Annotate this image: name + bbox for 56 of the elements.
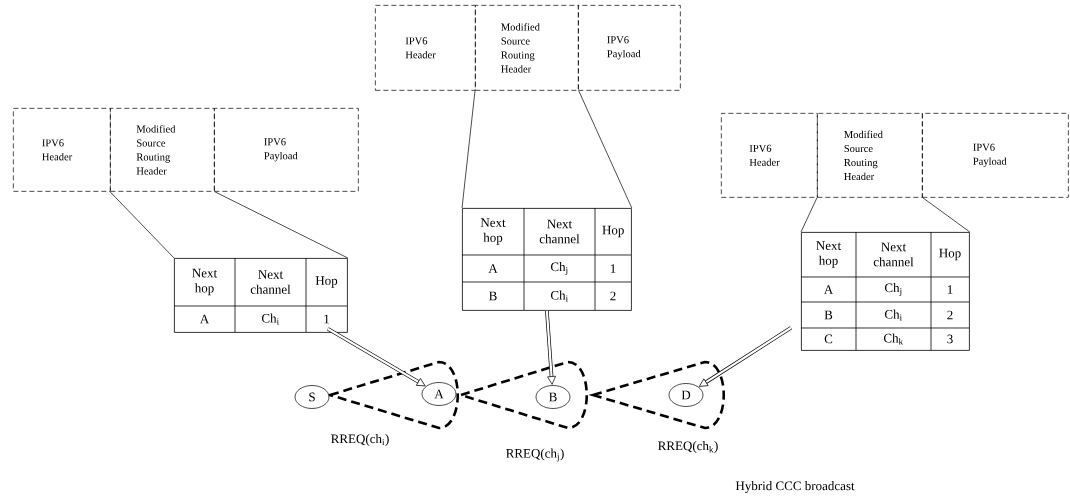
packet-field: IPV6 Header	[375, 5, 476, 91]
table-cell: Hop	[939, 248, 961, 261]
table-cell: 2	[610, 291, 616, 301]
packet-field: IPV6 Payload	[214, 108, 359, 192]
table-cell: Ch$_{j}$	[884, 283, 902, 296]
leader-line	[922, 197, 971, 233]
routing-table	[461, 207, 632, 311]
packet-field: IPV6 Header	[13, 108, 111, 192]
table-cell: Ch$_{i}$	[884, 309, 902, 321]
network-node: B	[535, 385, 571, 409]
table-cell: Ch$_{i}$	[261, 313, 279, 325]
hollow-arrow	[545, 310, 556, 385]
table-cell: Ch$_{k}$	[883, 333, 904, 345]
leader-line	[578, 90, 633, 209]
table-cell: Ch$_{j}$	[550, 262, 568, 275]
table-cell: Hop	[602, 225, 624, 238]
table-cell: A	[199, 314, 210, 324]
packet-field: Modified Source Routing Header	[475, 5, 579, 91]
leader-line	[214, 191, 349, 259]
network-node: S	[294, 385, 330, 409]
packet-field: IPV6 Payload	[922, 113, 1069, 198]
table-cell: 2	[947, 310, 953, 320]
caption-text: RREQ(ch$_{j}$)	[506, 448, 564, 462]
leader-line	[800, 197, 818, 233]
table-cell: 3	[947, 334, 953, 344]
table-cell: C	[824, 334, 833, 344]
table-cell: 1	[610, 264, 616, 273]
table-cell: Next hop	[192, 268, 218, 296]
table-cell: A	[488, 264, 498, 273]
table-cell: Next hop	[816, 241, 842, 268]
table-cell: 1	[947, 285, 953, 294]
table-cell: Hop	[315, 276, 338, 288]
table-cell: B	[489, 291, 497, 301]
caption-text: RREQ(ch$_{i}$)	[331, 434, 389, 446]
packet-field: IPV6 Header	[721, 113, 818, 198]
leader-line	[109, 191, 175, 259]
table-cell: A	[823, 285, 834, 294]
table-cell: 1	[324, 314, 329, 324]
caption-text: Hybrid CCC broadcast	[735, 481, 855, 493]
routing-table	[173, 257, 348, 333]
hollow-arrow	[326, 327, 426, 387]
table-cell: Next hop	[480, 218, 506, 245]
network-node: A	[421, 382, 457, 406]
network-node: D	[668, 383, 704, 407]
packet-field: Modified Source Routing Header	[110, 108, 215, 192]
table-cell: Next channel	[873, 242, 914, 267]
packet-field: IPV6 Payload	[578, 5, 681, 91]
caption-text: RREQ(ch$_{k}$)	[658, 441, 718, 453]
table-cell: Next channel	[250, 270, 291, 294]
table-cell: Next channel	[539, 219, 580, 244]
packet-field: Modified Source Routing Header	[817, 113, 923, 198]
leader-line	[461, 90, 476, 209]
hollow-arrow	[698, 326, 792, 387]
table-cell: Ch$_{i}$	[550, 290, 568, 302]
table-cell: B	[824, 310, 833, 320]
routing-table	[800, 231, 970, 351]
